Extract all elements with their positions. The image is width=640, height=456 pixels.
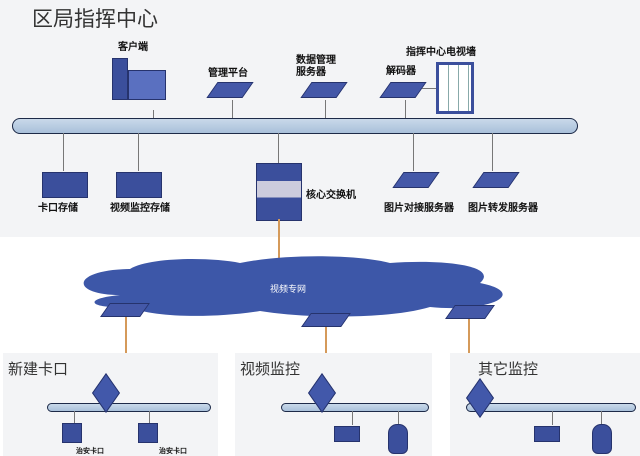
zone-switch-2-icon	[301, 313, 351, 327]
checkpoint-camera-icon	[62, 423, 82, 443]
tv-wall-icon	[436, 62, 474, 114]
link	[325, 100, 326, 120]
link	[278, 133, 279, 163]
link	[492, 133, 493, 171]
link	[552, 411, 553, 425]
pic-dock-server-label: 图片对接服务器	[384, 203, 454, 214]
video-storage-label: 视频监控存储	[110, 203, 170, 214]
kakou-storage-icon	[42, 172, 88, 198]
zone-title: 视频监控	[240, 360, 301, 378]
link	[601, 411, 602, 425]
core-switch-label: 核心交换机	[306, 190, 356, 201]
zone-title: 新建卡口	[8, 360, 69, 378]
dome-camera-icon	[388, 424, 408, 454]
mgmt-platform-label: 管理平台	[208, 68, 248, 79]
checkpoint-camera-icon	[138, 423, 158, 443]
video-storage-icon	[116, 172, 162, 198]
kakou-storage-label: 卡口存储	[38, 203, 78, 214]
zone-bus	[466, 403, 636, 412]
link	[149, 411, 150, 423]
pic-fwd-server-label: 图片转发服务器	[468, 203, 538, 214]
box-camera-icon	[334, 426, 360, 442]
link	[153, 110, 154, 120]
link	[352, 411, 353, 425]
core-switch-icon	[256, 163, 302, 221]
core-bus	[12, 118, 578, 134]
link	[413, 133, 414, 171]
uplink	[125, 317, 127, 377]
zone-bus	[281, 403, 429, 412]
db-server-label: 数据管理 服务器	[296, 55, 336, 78]
link	[74, 411, 75, 423]
box-camera-icon	[534, 426, 560, 442]
command-center-title: 区局指挥中心	[32, 7, 158, 31]
link	[63, 133, 64, 171]
client-computer-icon	[112, 58, 128, 100]
link	[398, 411, 399, 425]
decoder-label: 解码器	[386, 66, 416, 77]
dome-camera-icon	[592, 424, 612, 454]
client-label: 客户端	[118, 42, 148, 53]
uplink	[278, 219, 280, 269]
link	[405, 100, 406, 120]
video-network-label: 视频专网	[270, 285, 307, 295]
link	[422, 88, 436, 89]
video-network-cloud	[83, 256, 503, 317]
link	[138, 133, 139, 171]
checkpoint-label: 治安卡口	[159, 447, 187, 455]
checkpoint-label: 治安卡口	[76, 447, 104, 455]
client-monitor-icon	[128, 70, 166, 100]
zone-bus	[47, 403, 211, 412]
tv-wall-label: 指挥中心电视墙	[406, 47, 476, 58]
link	[232, 100, 233, 120]
zone-title: 其它监控	[478, 360, 539, 378]
